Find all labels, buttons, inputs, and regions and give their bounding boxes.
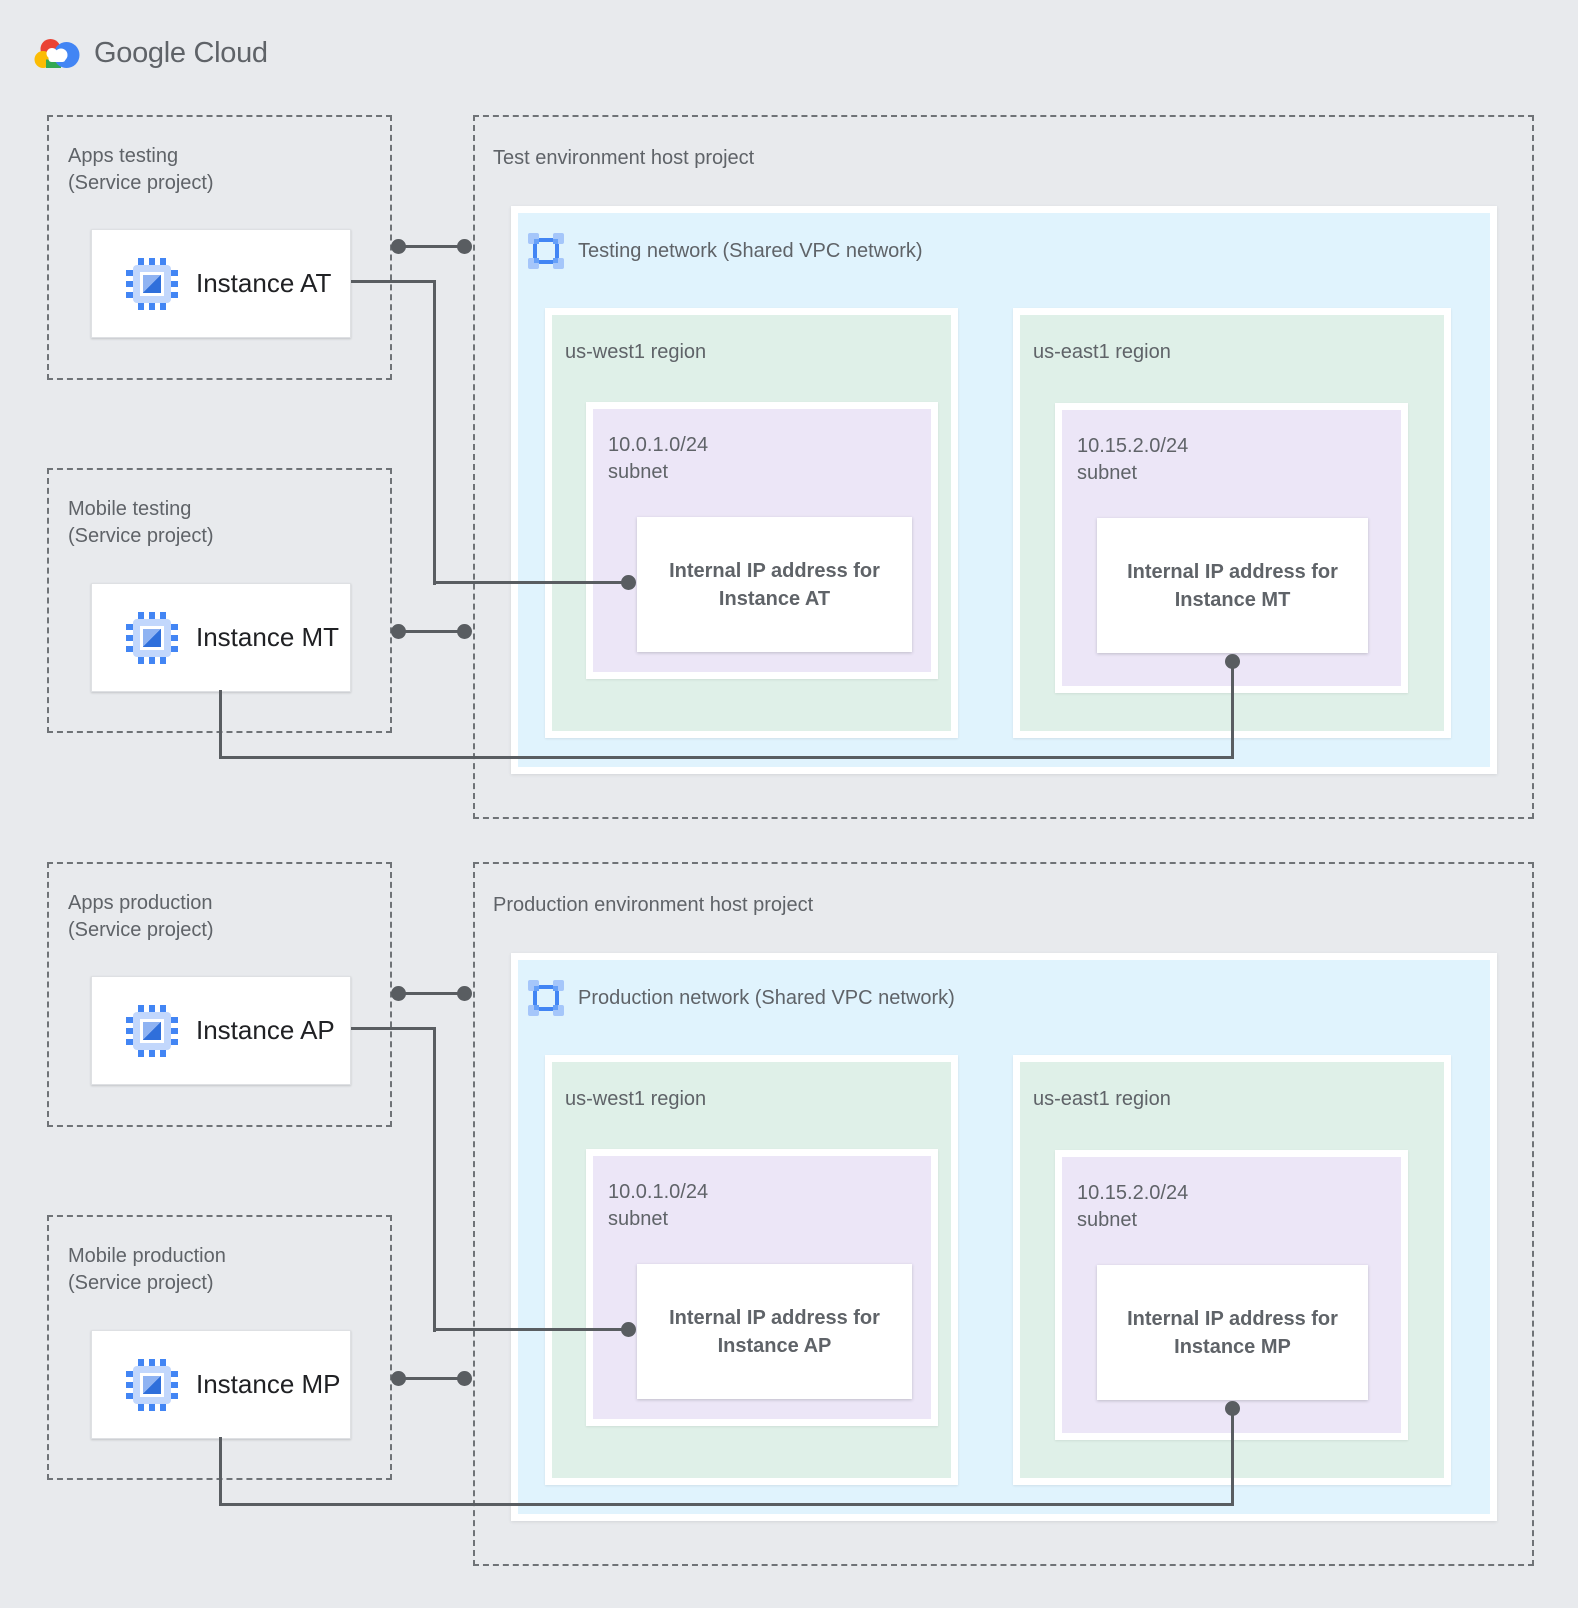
connector-instance-mp-h [219,1503,1234,1506]
connector-instance-mt-v1 [219,690,222,759]
instance-mp-card: Instance MP [91,1330,351,1439]
service-project-name: Mobile production [68,1245,226,1267]
production-host-project-box: Production environment host project [473,862,1534,1566]
subnet-cidr: 10.0.1.0/24 [608,1181,709,1203]
connector-instance-mt-v2 [1231,661,1234,759]
instance-label: Instance AT [196,268,332,298]
service-project-title: Mobile production (Service project) [68,1243,226,1297]
instance-mt-card: Instance MT [91,583,351,692]
vpc-network-icon [528,980,564,1016]
region-label: us-east1 region [1033,341,1171,363]
region-label: us-west1 region [565,341,707,363]
connection-dot [457,986,472,1001]
peering-line-apps [399,992,465,995]
service-project-subtitle: (Service project) [68,1272,214,1294]
production-environment-section: Production environment host project Prod… [0,862,1578,1568]
mobile-testing-project-box: Mobile testing (Service project) Instanc… [47,468,392,733]
ip-label-line2: Instance AP [717,1334,832,1357]
ip-label-line1: Internal IP address for [1127,1307,1338,1330]
instance-label: Instance MT [196,622,340,652]
ip-label-line2: Instance AT [718,587,831,610]
service-project-title: Apps production (Service project) [68,890,214,944]
service-project-title: Mobile testing (Service project) [68,496,214,550]
connection-dot [621,575,636,590]
instance-ap-card: Instance AP [91,976,351,1085]
connection-dot [457,239,472,254]
subnet-cidr: 10.15.2.0/24 [1077,435,1189,457]
service-project-name: Apps production [68,892,213,914]
subnet-word: subnet [608,461,669,483]
connector-instance-ap-h2 [433,1328,629,1331]
service-project-name: Mobile testing [68,498,192,520]
subnet-label: 10.0.1.0/24 subnet [608,1179,708,1233]
ip-label-line1: Internal IP address for [669,559,880,582]
peering-line-apps [399,245,465,248]
subnet-word: subnet [1077,462,1138,484]
ip-label-line2: Instance MT [1174,588,1291,611]
peering-line-mobile [399,1377,465,1380]
service-project-subtitle: (Service project) [68,919,214,941]
connector-instance-ap-h1 [351,1027,436,1030]
subnet-word: subnet [608,1208,669,1230]
ip-label-line2: Instance MP [1174,1335,1291,1358]
ip-label-line1: Internal IP address for [1127,560,1338,583]
connector-instance-ap-v [433,1027,436,1332]
service-project-title: Apps testing (Service project) [68,143,214,197]
internal-ip-box-instance-mp: Internal IP address for Instance MP [1097,1265,1368,1400]
connection-dot [457,1371,472,1386]
region-label: us-east1 region [1033,1088,1171,1110]
production-network-header: Production network (Shared VPC network) [528,980,955,1016]
internal-ip-box-instance-ap: Internal IP address for Instance AP [637,1264,912,1399]
connector-instance-mp-v2 [1231,1408,1234,1506]
internal-ip-box-instance-mt: Internal IP address for Instance MT [1097,518,1368,653]
apps-production-project-box: Apps production (Service project) Instan… [47,862,392,1127]
subnet-label: 10.15.2.0/24 subnet [1077,433,1188,487]
connection-dot [457,624,472,639]
instance-at-card: Instance AT [91,229,351,338]
test-environment-section: Test environment host project Testing ne… [0,115,1578,821]
apps-testing-project-box: Apps testing (Service project) Instance … [47,115,392,380]
connection-dot [391,1371,406,1386]
connection-dot [391,624,406,639]
google-cloud-logo-icon [34,39,80,68]
connection-dot [391,239,406,254]
connection-dot [391,986,406,1001]
subnet-cidr: 10.15.2.0/24 [1077,1182,1189,1204]
compute-engine-chip-icon [126,257,178,310]
connector-instance-at-h2 [433,581,629,584]
test-host-project-title: Test environment host project [493,147,755,169]
subnet-label: 10.15.2.0/24 subnet [1077,1180,1188,1234]
connector-instance-at-h1 [351,280,436,283]
testing-network-header: Testing network (Shared VPC network) [528,233,923,269]
subnet-cidr: 10.0.1.0/24 [608,434,709,456]
service-project-subtitle: (Service project) [68,525,214,547]
connection-dot [1225,654,1240,669]
mobile-production-project-box: Mobile production (Service project) Inst… [47,1215,392,1480]
subnet-word: subnet [1077,1209,1138,1231]
instance-label: Instance AP [196,1015,335,1045]
connector-instance-at-v [433,280,436,585]
service-project-subtitle: (Service project) [68,172,214,194]
peering-line-mobile [399,630,465,633]
instance-label: Instance MP [196,1369,341,1399]
compute-engine-chip-icon [126,611,178,664]
compute-engine-chip-icon [126,1004,178,1057]
service-project-name: Apps testing [68,145,179,167]
production-network-label: Production network (Shared VPC network) [578,986,955,1009]
vpc-network-icon [528,233,564,269]
google-cloud-logo: Google Cloud [33,36,268,70]
test-host-project-box: Test environment host project [473,115,1534,819]
connection-dot [1225,1401,1240,1416]
testing-network-label: Testing network (Shared VPC network) [578,239,923,262]
connector-instance-mp-v1 [219,1437,222,1506]
internal-ip-box-instance-at: Internal IP address for Instance AT [637,517,912,652]
region-label: us-west1 region [565,1088,707,1110]
connector-instance-mt-h [219,756,1234,759]
subnet-label: 10.0.1.0/24 subnet [608,432,708,486]
connection-dot [621,1322,636,1337]
compute-engine-chip-icon [126,1358,178,1411]
ip-label-line1: Internal IP address for [669,1306,880,1329]
google-cloud-logo-text: Google Cloud [94,36,268,69]
production-host-project-title: Production environment host project [493,894,814,916]
